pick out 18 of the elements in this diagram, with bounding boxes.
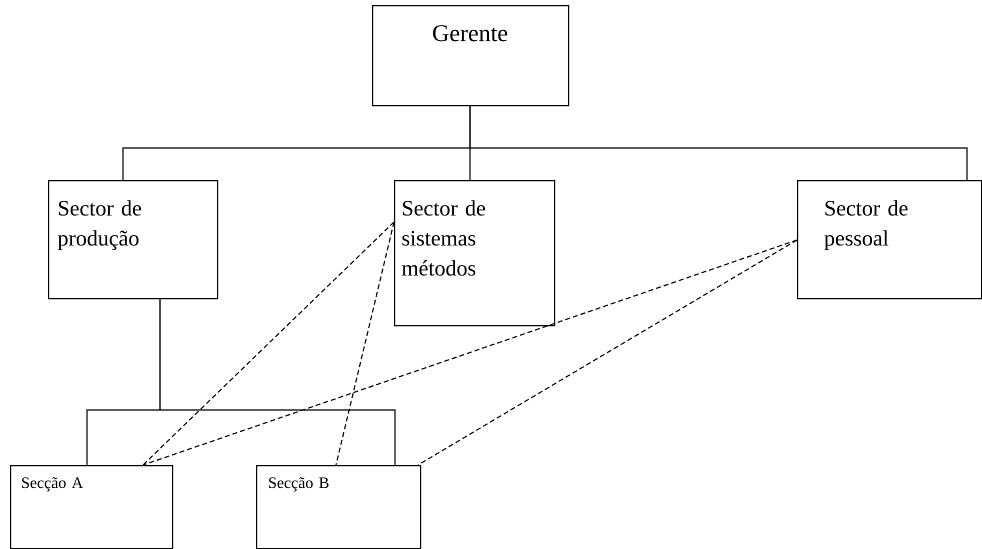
- box: [394, 180, 556, 326]
- box: [372, 5, 570, 106]
- connector: [418, 239, 798, 466]
- box: [797, 180, 982, 300]
- connector: [335, 222, 395, 466]
- box-label: Secção B: [269, 477, 329, 492]
- connector: [159, 298, 396, 465]
- box: [10, 465, 174, 549]
- connector: [469, 105, 968, 180]
- box: [48, 180, 218, 300]
- box-label: Gerente: [433, 25, 508, 42]
- box-label: Sector de produção: [58, 200, 142, 250]
- connector: [142, 239, 798, 466]
- box-label: Secção A: [22, 477, 84, 492]
- box: [256, 465, 422, 549]
- connector: [142, 222, 394, 466]
- box-label: Sector de pessoal: [824, 200, 908, 250]
- box-label: Sector de sistemas métodos: [402, 200, 486, 276]
